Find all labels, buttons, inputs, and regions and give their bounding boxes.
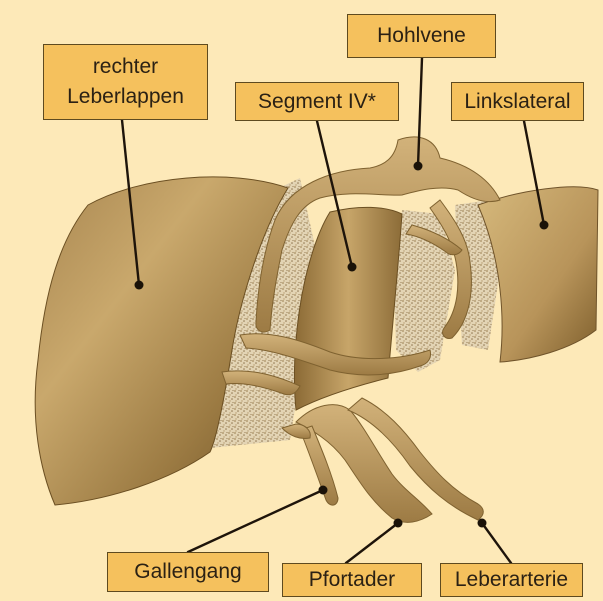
pin-hohlvene <box>414 162 423 171</box>
pin-pfortader <box>394 519 403 528</box>
label-pfortader: Pfortader <box>282 563 422 597</box>
label-gallengang: Gallengang <box>107 552 269 592</box>
pin-linkslateral <box>540 221 549 230</box>
label-segment-iv: Segment IV* <box>235 82 399 121</box>
pin-gallengang <box>319 486 328 495</box>
label-rechter-leberlappen: rechter Leberlappen <box>43 44 208 120</box>
label-linkslateral: Linkslateral <box>451 82 584 121</box>
pin-rechter-leberlappen <box>135 281 144 290</box>
label-leberarterie: Leberarterie <box>440 563 583 597</box>
leader-line-gallengang <box>188 490 323 552</box>
label-hohlvene: Hohlvene <box>347 14 496 58</box>
pin-segment-iv <box>348 263 357 272</box>
leader-line-leberarterie <box>482 523 511 563</box>
leader-line-pfortader <box>346 523 398 563</box>
pin-leberarterie <box>478 519 487 528</box>
